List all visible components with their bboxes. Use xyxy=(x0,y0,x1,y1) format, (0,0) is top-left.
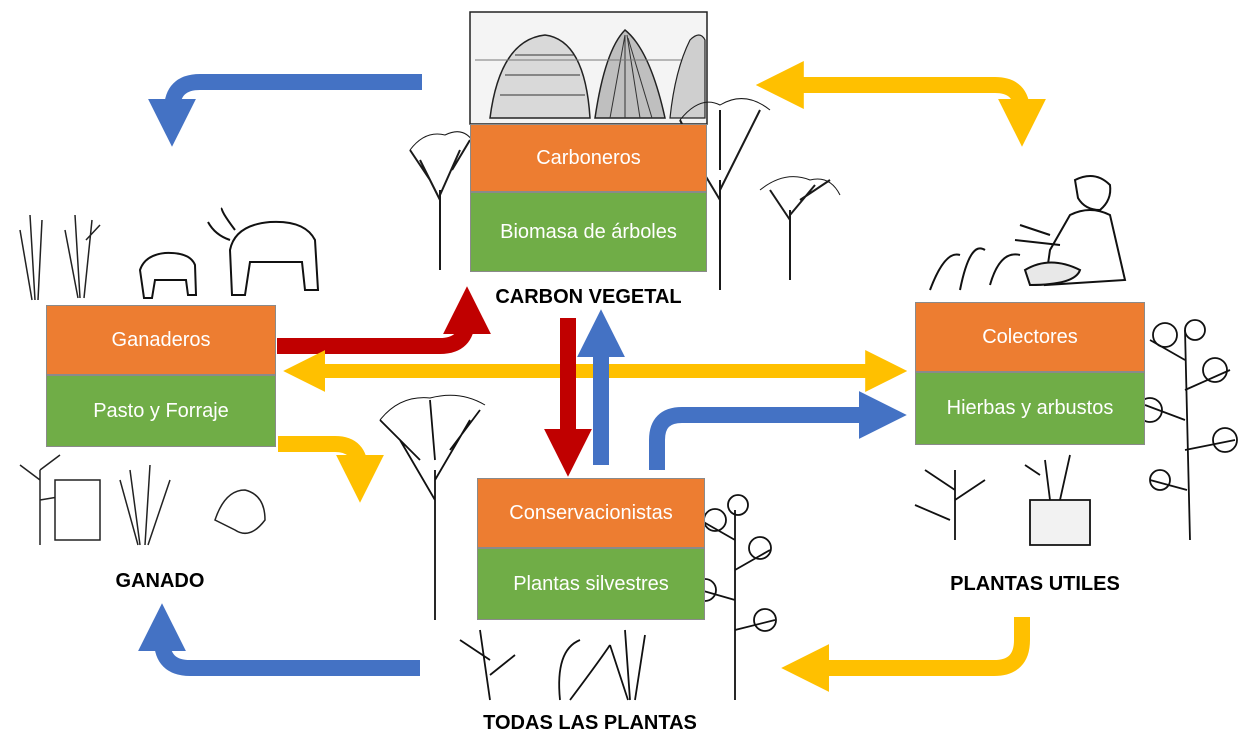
arrow-plantas-utiles-to-todas xyxy=(781,617,1030,692)
carbon-vegetal-title: CARBON VEGETAL xyxy=(495,286,682,308)
plantas-utiles-title: PLANTAS UTILES xyxy=(950,573,1120,595)
cattle-illustration xyxy=(138,207,320,299)
conservacionistas-box: Conservacionistas xyxy=(477,478,705,548)
carboneros-box: Carboneros xyxy=(470,124,707,192)
todas-las-plantas-title: TODAS LAS PLANTAS xyxy=(483,712,697,734)
colectores-box: Colectores xyxy=(915,302,1145,372)
grasses-illustration xyxy=(19,214,266,546)
arrow-ganado-to-todas xyxy=(278,436,384,503)
charcoal-kilns-illustration xyxy=(469,11,708,125)
ganaderos-box: Ganaderos xyxy=(46,305,276,375)
ganado-title: GANADO xyxy=(115,570,205,592)
biomasa-arboles-box: Biomasa de árboles xyxy=(470,192,707,272)
plantas-silvestres-box: Plantas silvestres xyxy=(477,548,705,620)
herbs-shrubs-illustration xyxy=(914,319,1238,546)
wild-plants-illustration xyxy=(379,394,777,701)
arrow-carbon-plantas-utiles xyxy=(755,61,1046,147)
herb-collector-illustration xyxy=(929,175,1127,291)
arrow-todas-to-hierbas xyxy=(649,391,907,470)
arrow-ganado-to-carbon xyxy=(277,286,491,354)
pasto-forraje-box: Pasto y Forraje xyxy=(46,375,276,447)
hierbas-arbustos-box: Hierbas y arbustos xyxy=(915,372,1145,445)
arrow-todas-to-ganado-bottom xyxy=(138,603,420,676)
arrow-carbon-to-ganado xyxy=(148,74,422,147)
